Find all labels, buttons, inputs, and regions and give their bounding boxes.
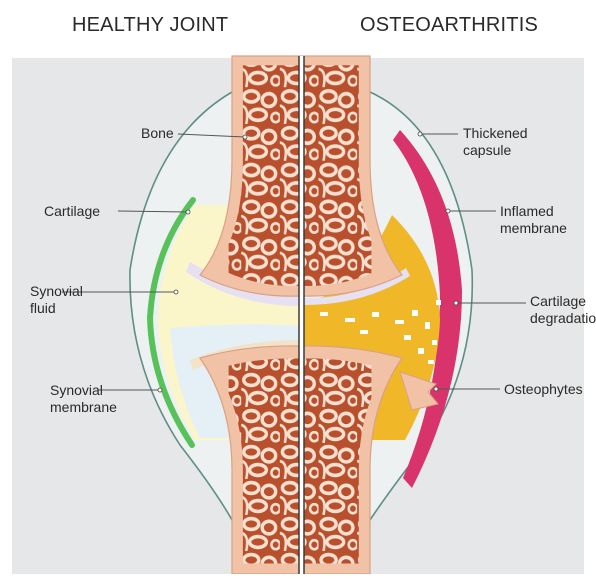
label-osteophytes: Osteophytes [504,381,583,398]
label-thickened-capsule: Thickened capsule [463,125,528,159]
label-synovial-fluid: Synovial fluid [30,283,83,317]
label-cartilage: Cartilage [44,203,100,220]
label-cartilage-degradation: Cartilage degradation [530,293,596,327]
heading-osteoarthritis: OSTEOARTHRITIS [360,14,538,37]
label-inflamed-membrane: Inflamed membrane [500,203,567,237]
label-bone: Bone [141,125,174,142]
heading-healthy-joint: HEALTHY JOINT [72,14,228,37]
label-synovial-membrane: Synovial membrane [50,382,117,416]
